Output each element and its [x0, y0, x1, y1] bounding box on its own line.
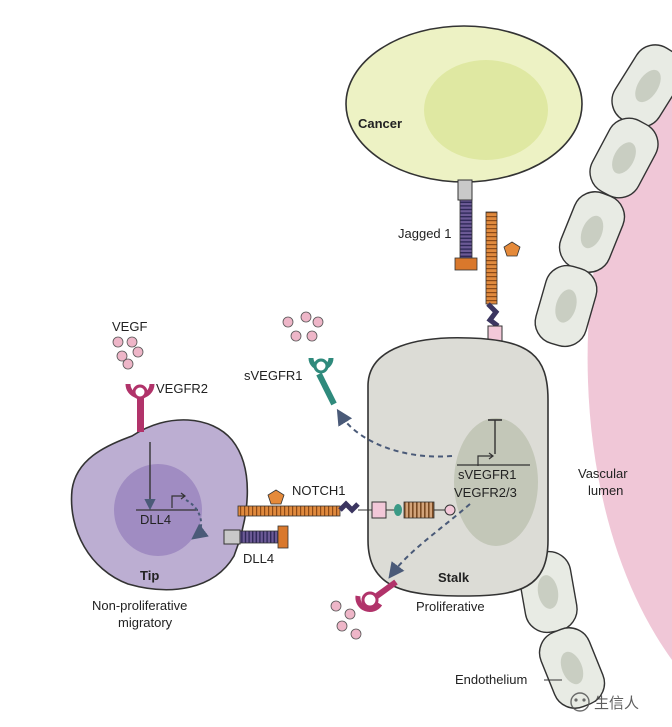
stalk-gene-vegfr23: VEGFR2/3 [454, 485, 517, 500]
vascular-lumen-label-line2: lumen [588, 483, 623, 498]
vegfr-secreted-bottom [355, 579, 398, 612]
tip-cell: Tip [70, 419, 249, 591]
jagged1-ligand [454, 179, 478, 271]
vegf-label: VEGF [112, 319, 147, 334]
jagged1-label: Jagged 1 [398, 226, 452, 241]
endothelium-label: Endothelium [455, 672, 527, 687]
dll4-ligand [223, 525, 289, 549]
stalk-cell: Stalk [367, 336, 549, 597]
notch-ligand-pentagon-top [503, 241, 521, 257]
tip-description-line1: Non-proliferative [92, 598, 187, 613]
vegf-dots-bottom [330, 600, 362, 640]
watermark: 生信人 [570, 692, 639, 712]
vascular-lumen-label-line1: Vascular [578, 466, 628, 481]
watermark-text: 生信人 [594, 695, 639, 712]
stalk-label: Stalk [438, 570, 470, 585]
stalk-gene-block: sVEGFR1 VEGFR2/3 [454, 419, 530, 500]
dll4-ligand-label: DLL4 [243, 551, 274, 566]
svegfr1-receptor [308, 357, 337, 406]
arrow-tip-to-dll4 [185, 499, 209, 540]
cancer-cell: Cancer [345, 25, 583, 183]
vegf-dots-svegfr1 [282, 311, 324, 342]
cancer-label: Cancer [358, 116, 402, 131]
vegfr2-label: VEGFR2 [156, 381, 208, 396]
stalk-description: Proliferative [416, 599, 485, 614]
tip-gene-block: DLL4 [136, 442, 198, 527]
tip-gene-dll4: DLL4 [140, 512, 171, 527]
stalk-gene-svegfr1: sVEGFR1 [458, 467, 517, 482]
notch1-ligand-pentagon [267, 489, 285, 505]
tip-label: Tip [140, 568, 159, 583]
vegf-dots-tip [112, 336, 144, 370]
notch1-receptor [237, 500, 456, 519]
notch1-label: NOTCH1 [292, 483, 345, 498]
vegfr2-receptor [125, 383, 155, 432]
arrow-stalk-to-vegfr [388, 503, 471, 579]
svegfr1-label: sVEGFR1 [244, 368, 303, 383]
tip-description-line2: migratory [118, 615, 173, 630]
